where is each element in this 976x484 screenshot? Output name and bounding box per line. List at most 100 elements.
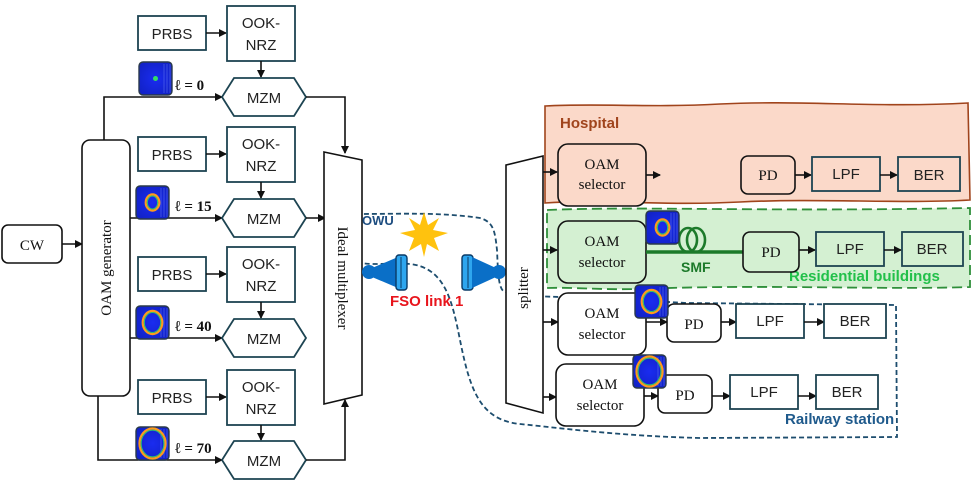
hospital-selector-line1: OAM [584, 157, 619, 173]
owu-railway-outline [354, 212, 898, 439]
railway2-beam-profile-icon [632, 354, 667, 389]
ook-nrz-block [226, 246, 296, 303]
railway-selector-line2: selector [577, 398, 624, 414]
smf-label: SMF [681, 259, 711, 275]
encoder-label-line2: NRZ [246, 401, 277, 418]
residential-oam-selector [557, 220, 647, 284]
residential-selector-line2: selector [579, 255, 626, 271]
ideal-multiplexer: Ideal multiplexer [323, 151, 363, 406]
oam-mode-label: ℓ = 70 [175, 441, 212, 457]
gen-to-mzm70-line [97, 396, 223, 464]
hospital-pd-label: PD [758, 168, 777, 184]
residential-beam-profile-icon [645, 210, 680, 245]
encoder-label-line1: OOK- [242, 379, 280, 396]
oam-mode-label: ℓ = 0 [175, 78, 204, 94]
railway-receiver: OAM selector PD LPF BER [557, 292, 887, 356]
splitter-label: splitter [516, 267, 532, 309]
transmitter-branch: PRBS OOK- NRZ MZM ℓ = 70 [137, 369, 308, 480]
mzm70-to-mux-line [306, 399, 349, 461]
oam-generator-label: OAM generator [99, 220, 115, 315]
encoder-label-line1: OOK- [242, 136, 280, 153]
hospital-lpf [811, 156, 881, 192]
railway-oam-selector [557, 292, 647, 356]
railway-ber [823, 303, 887, 339]
railway-lpf [735, 303, 805, 339]
railway-selector-line1: OAM [582, 377, 617, 393]
ook-nrz-block [226, 126, 296, 183]
encoder-label-line1: OOK- [242, 15, 280, 32]
railway-lpf-label: LPF [756, 313, 784, 330]
beam-profile-mode-15-icon [135, 185, 170, 220]
encoder-label-line2: NRZ [246, 158, 277, 175]
railway-pd [666, 303, 722, 343]
encoder-label-line2: NRZ [246, 37, 277, 54]
prbs-block [137, 15, 207, 51]
railway-receiver: OAM selector PD LPF BER [555, 363, 879, 427]
railway-ber-label: BER [840, 313, 871, 330]
residential-pd [742, 231, 800, 273]
multiplexer-label: Ideal multiplexer [334, 227, 350, 330]
residential-receiver: OAM selector SMF PD LPF BER [557, 220, 964, 284]
hospital-ber [897, 156, 961, 192]
receive-telescope-icon [461, 254, 506, 291]
beam-profile-thumbnails [135, 61, 680, 461]
transmitter-branch: PRBS OOK- NRZ MZM ℓ = 40 [137, 246, 308, 358]
prbs-label: PRBS [152, 267, 193, 284]
hospital-label: Hospital [560, 115, 619, 132]
gen-to-mzm0-line [103, 93, 223, 140]
residential-selector-line1: OAM [584, 234, 619, 250]
hospital-lpf-label: LPF [832, 166, 860, 183]
hospital-selector-line2: selector [579, 177, 626, 193]
railway-pd-label: PD [684, 317, 703, 333]
railway-ber [815, 374, 879, 410]
railway-oam-selector [555, 363, 645, 427]
railway-pd [657, 374, 713, 414]
mzm-label: MZM [247, 211, 281, 228]
beam-profile-mode-70-icon [135, 426, 170, 461]
prbs-label: PRBS [152, 390, 193, 407]
owu-label: OWU [362, 213, 394, 228]
cw-label: CW [20, 238, 45, 254]
prbs-block [137, 379, 207, 415]
oam-mode-label: ℓ = 15 [175, 199, 212, 215]
mzm-label: MZM [247, 331, 281, 348]
mzm-modulator [220, 318, 308, 358]
railway-pd-label: PD [675, 388, 694, 404]
railway-lpf [729, 374, 799, 410]
splitter: splitter [505, 154, 544, 415]
residential-label: Residential buildings [789, 268, 940, 285]
encoder-label-line1: OOK- [242, 256, 280, 273]
railway1-beam-profile-icon [634, 284, 669, 319]
railway-selector-line1: OAM [584, 306, 619, 322]
mzm-label: MZM [247, 90, 281, 107]
transmitter-branch: PRBS OOK- NRZ MZM ℓ = 15 [137, 126, 308, 238]
hospital-oam-selector [557, 143, 647, 207]
hospital-ber-label: BER [914, 167, 945, 184]
sun-icon [400, 212, 448, 257]
railway-station-label: Railway station [785, 411, 894, 428]
residential-ber-label: BER [917, 241, 948, 258]
ook-nrz-block [226, 5, 296, 62]
railway-lpf-label: LPF [750, 384, 778, 401]
cw-source: CW [1, 224, 63, 264]
prbs-label: PRBS [152, 26, 193, 43]
railway-ber-label: BER [832, 384, 863, 401]
mzm0-to-mux-line [306, 96, 349, 154]
transmitter-branch: PRBS OOK- NRZ MZM ℓ = 0 [137, 5, 308, 117]
fso-link-label: FSO link 1 [390, 293, 463, 310]
residential-pd-label: PD [761, 245, 780, 261]
mzm-label: MZM [247, 453, 281, 470]
hospital-receiver: OAM selector PD LPF BER [557, 143, 961, 207]
prbs-label: PRBS [152, 147, 193, 164]
residential-lpf [815, 231, 885, 267]
beam-profile-mode-40-icon [135, 305, 170, 340]
railway-selector-line2: selector [579, 327, 626, 343]
encoder-label-line2: NRZ [246, 278, 277, 295]
residential-lpf-label: LPF [836, 241, 864, 258]
beam-profile-mode-0-icon [138, 61, 173, 96]
oam-generator: OAM generator [81, 139, 131, 397]
oam-mode-label: ℓ = 40 [175, 319, 212, 335]
